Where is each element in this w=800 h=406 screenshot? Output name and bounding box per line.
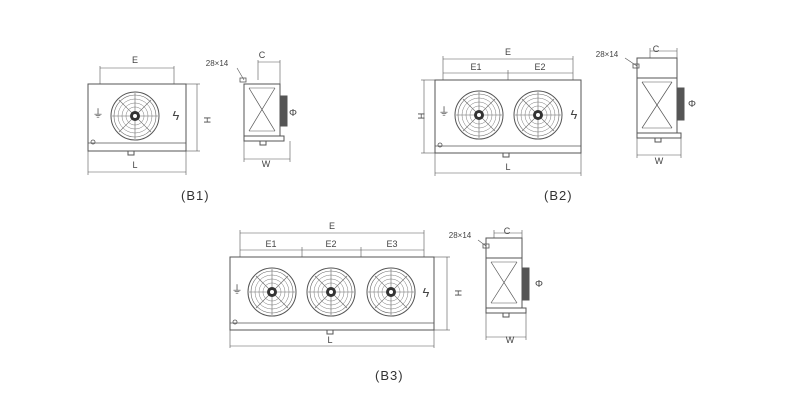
b1-label-c: C	[259, 50, 266, 60]
b2-fan-1	[454, 90, 504, 140]
b2-fan-2	[513, 90, 563, 140]
b3-power-icon: ϟ	[423, 285, 430, 300]
b3-motor-box	[521, 267, 530, 301]
b2-ground-icon: ⏚	[439, 105, 450, 118]
b1-fan	[110, 91, 160, 141]
b1-label-h: H	[202, 117, 212, 124]
b1-power-icon: ϟ	[173, 108, 180, 123]
b2-label-l: L	[505, 162, 510, 172]
b2-label-c: C	[653, 44, 660, 54]
b3-label-e: E	[329, 221, 335, 231]
b1-label-l: L	[132, 160, 137, 170]
b3-label-e1: E1	[265, 239, 276, 249]
b3-label-e2: E2	[325, 239, 336, 249]
b2-power-icon: ϟ	[571, 107, 578, 122]
b1-label-w: W	[262, 159, 271, 169]
caption-b3: (B3)	[375, 368, 404, 383]
b1-label-e: E	[132, 55, 138, 65]
b2-rotation-icon: Φ	[688, 99, 696, 110]
b1-front-view	[87, 66, 200, 175]
b2-label-h: H	[416, 113, 426, 120]
b2-label-e: E	[505, 47, 511, 57]
b2-motor-box	[676, 87, 685, 121]
b1-rotation-icon: Φ	[289, 108, 297, 119]
b3-front-view	[229, 230, 450, 348]
caption-b2: (B2)	[544, 188, 573, 203]
b2-label-e1: E1	[470, 62, 481, 72]
b3-rotation-icon: Φ	[535, 279, 543, 290]
b1-ground-icon: ⏚	[93, 107, 104, 120]
b2-label-w: W	[655, 156, 664, 166]
b3-label-w: W	[506, 335, 515, 345]
b3-label-e3: E3	[386, 239, 397, 249]
caption-b1: (B1)	[181, 188, 210, 203]
b1-side-view	[236, 60, 291, 162]
b3-label-l: L	[327, 335, 332, 345]
b3-fan-3	[366, 267, 416, 317]
b3-side-view	[477, 230, 530, 340]
b3-label-c: C	[504, 226, 511, 236]
b2-label-hole: 28×14	[596, 50, 619, 59]
b1-motor-box	[279, 95, 288, 127]
b1-label-hole: 28×14	[206, 59, 229, 68]
b2-side-view	[624, 48, 685, 158]
b3-label-hole: 28×14	[449, 231, 472, 240]
b2-label-e2: E2	[534, 62, 545, 72]
b1-unit-body	[87, 83, 187, 152]
b2-front-view	[421, 56, 582, 176]
b3-label-h: H	[453, 290, 463, 297]
b3-fan-1	[247, 267, 297, 317]
b3-ground-icon: ⏚	[232, 283, 243, 296]
b3-fan-2	[306, 267, 356, 317]
